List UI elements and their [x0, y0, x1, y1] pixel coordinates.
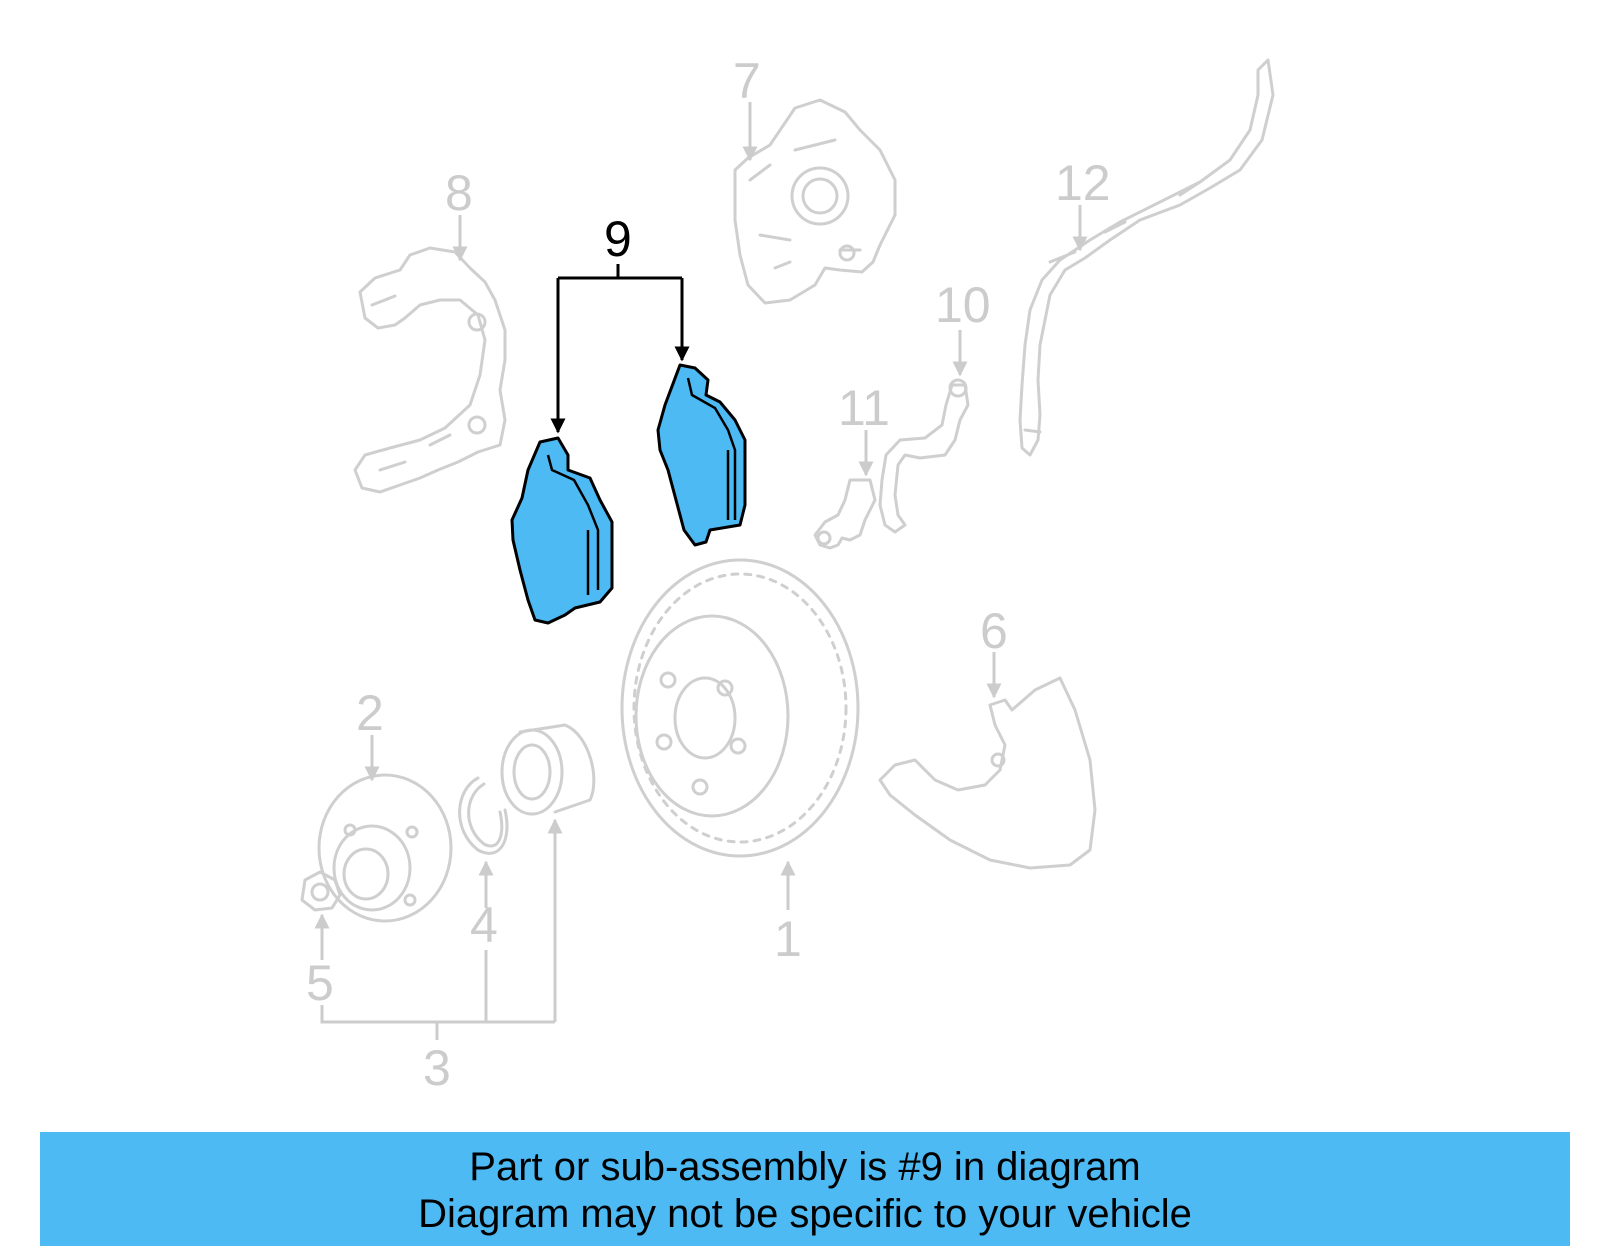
callout-12: 12 — [1055, 155, 1111, 211]
part-2-wheel-hub — [317, 773, 453, 923]
part-5-lug-bolt — [300, 870, 342, 912]
part-1-brake-rotor — [620, 558, 860, 858]
callout-10: 10 — [935, 277, 991, 333]
part-9-brake-pads[interactable] — [510, 363, 747, 625]
callout-9: 9 — [604, 211, 632, 267]
info-banner: Part or sub-assembly is #9 in diagram Di… — [40, 1132, 1570, 1246]
callout-1: 1 — [774, 911, 802, 967]
part-8-caliper-carrier — [353, 246, 507, 494]
banner-line-2: Diagram may not be specific to your vehi… — [418, 1192, 1192, 1236]
part-11-brake-line — [813, 478, 877, 550]
callout-7: 7 — [733, 53, 761, 109]
callout-3: 3 — [423, 1040, 451, 1096]
leader-9 — [550, 264, 690, 434]
part-10-brake-hose — [878, 378, 970, 534]
callout-5: 5 — [306, 955, 334, 1011]
part-12-wear-sensor — [1018, 58, 1275, 457]
callout-4: 4 — [470, 897, 498, 953]
leader-3 — [320, 950, 555, 1040]
part-4-snap-ring — [458, 776, 509, 855]
callout-11: 11 — [838, 380, 890, 436]
callout-8: 8 — [445, 165, 473, 221]
callout-2: 2 — [356, 685, 384, 741]
callout-6: 6 — [980, 603, 1008, 659]
part-6-splash-shield — [878, 676, 1097, 870]
part-3-wheel-bearing — [500, 723, 596, 816]
banner-line-1: Part or sub-assembly is #9 in diagram — [469, 1145, 1141, 1189]
brake-pad-right[interactable] — [656, 363, 747, 547]
part-7-caliper — [733, 98, 897, 305]
